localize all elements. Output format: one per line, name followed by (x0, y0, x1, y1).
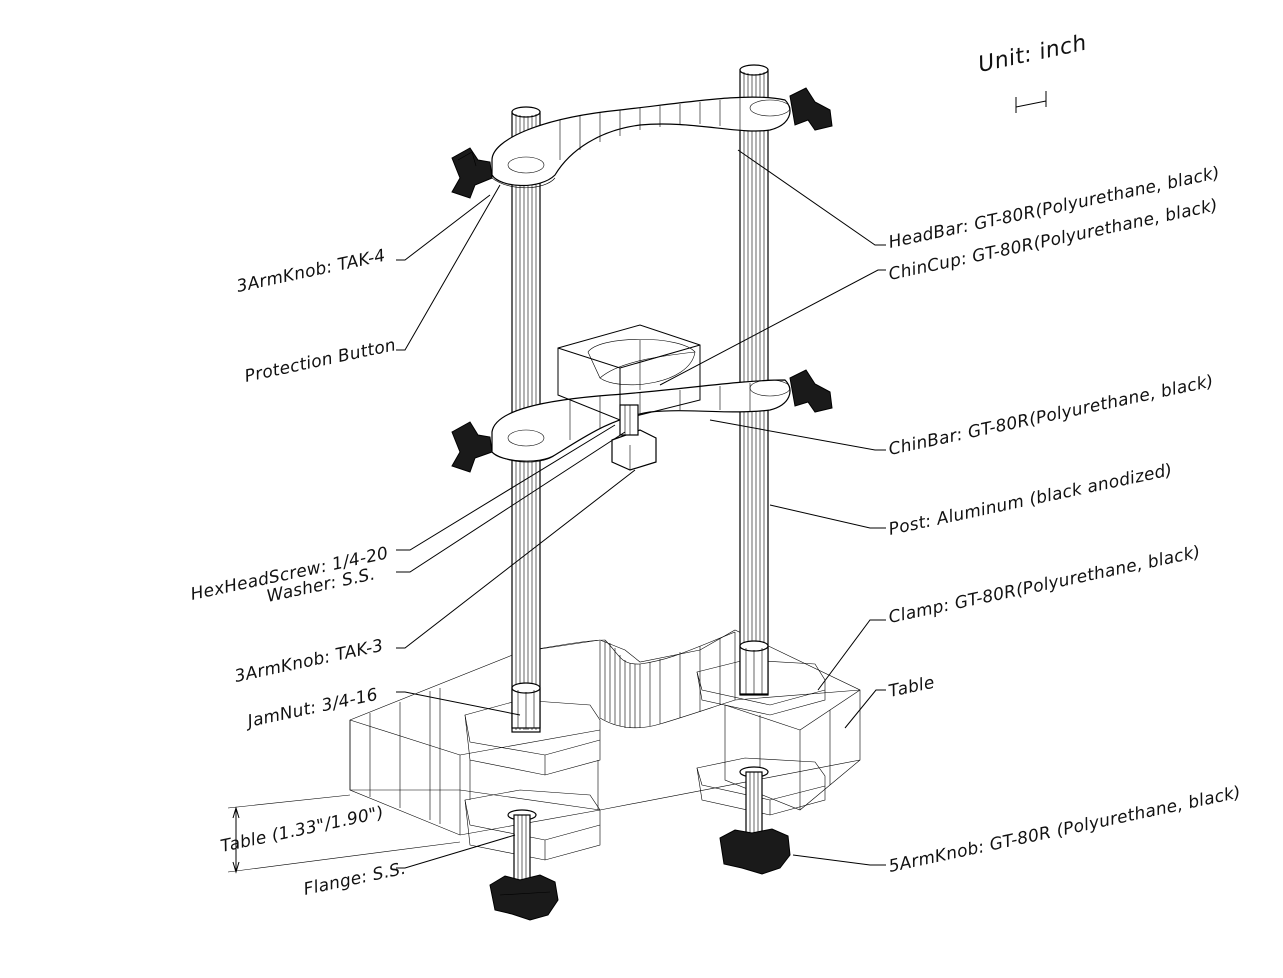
label-table: Table (887, 673, 937, 702)
jamnut-left (511, 682, 541, 730)
label-protection-button: Protection Button (243, 335, 398, 387)
label-clamp: Clamp: GT-80R(Polyurethane, black) (887, 542, 1203, 628)
jamnut-right (739, 640, 769, 695)
leader-lines (396, 149, 886, 869)
knob-chinbar-right (789, 369, 833, 413)
label-five-arm-knob: 5ArmKnob: GT-80R (Polyurethane, black) (887, 783, 1243, 877)
knob-tak3 (611, 404, 657, 471)
label-post: Post: Aluminum (black anodized) (887, 460, 1174, 540)
labels: HeadBar: GT-80R(Polyurethane, black) Chi… (189, 163, 1243, 900)
label-knob-tak3: 3ArmKnob: TAK-3 (233, 636, 385, 687)
clamp-right (696, 659, 826, 816)
unit-label: Unit: inch (976, 30, 1089, 77)
five-arm-knob-left (489, 874, 559, 921)
label-flange: Flange: S.S. (302, 859, 408, 900)
label-knob-tak4: 3ArmKnob: TAK-4 (235, 246, 387, 297)
unit-annotation: Unit: inch (976, 30, 1089, 113)
five-arm-knob-right (719, 828, 791, 875)
knob-chinbar-left (451, 421, 493, 473)
label-table-thickness: Table (1.33"/1.90") (219, 803, 386, 857)
knob-headbar-right (789, 87, 833, 131)
post-right (739, 64, 769, 696)
headbar (491, 96, 791, 189)
table-dimension (227, 794, 461, 874)
table-slab (349, 629, 861, 836)
scale-bar-icon (1015, 91, 1047, 113)
knob-headbar-left (451, 147, 493, 199)
chincup (557, 324, 701, 421)
flange-right (739, 766, 769, 835)
label-chinbar: ChinBar: GT-80R(Polyurethane, black) (887, 371, 1216, 460)
label-jamnut: JamNut: 3/4-16 (243, 685, 380, 733)
flange-left (507, 809, 537, 881)
